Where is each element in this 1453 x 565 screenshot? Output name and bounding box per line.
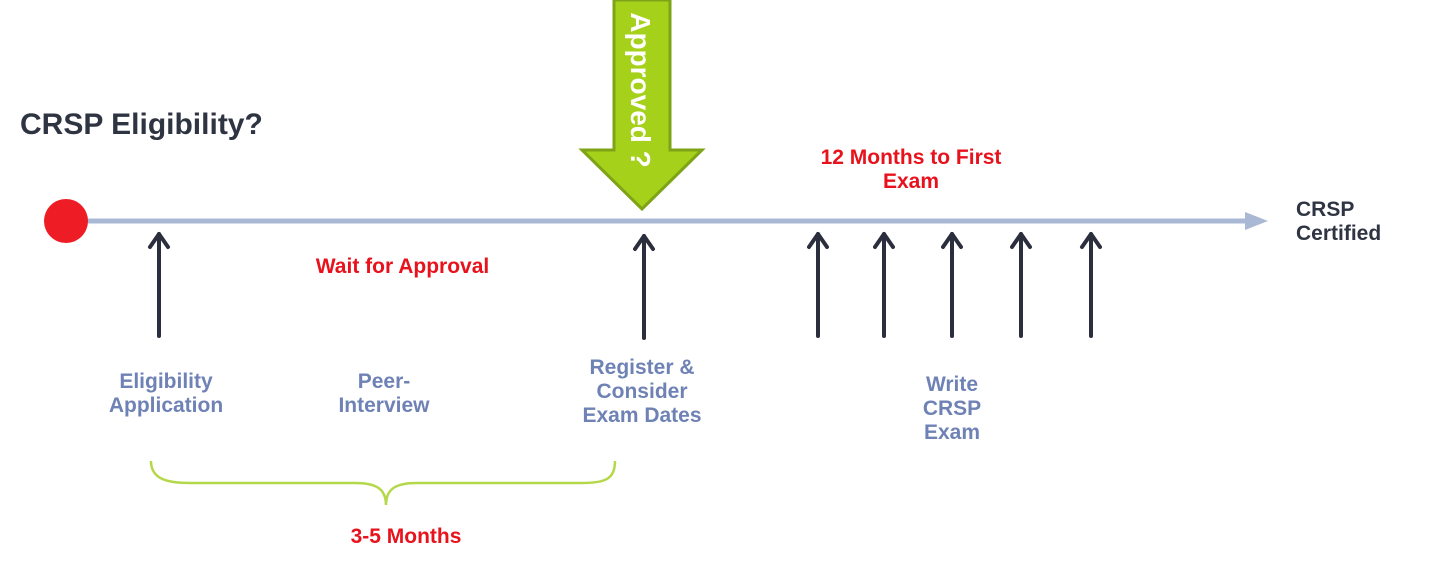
step-eligibility: Eligibility Application <box>96 370 236 418</box>
page-title: CRSP Eligibility? <box>20 108 263 141</box>
timeline-arrowhead <box>1245 212 1268 230</box>
up-arrow-exam-5 <box>1080 232 1102 338</box>
approved-label: Approved ? <box>625 12 656 168</box>
duration-brace <box>149 460 617 506</box>
endpoint-line2: Certified <box>1296 222 1382 246</box>
step-peer-interview: Peer- Interview <box>320 370 448 418</box>
top-note-line2: Exam <box>882 170 940 194</box>
duration-note: 3-5 Months <box>350 525 462 548</box>
step-write-line1: Write <box>925 373 979 396</box>
step-eligibility-line1: Eligibility <box>119 370 213 393</box>
up-arrow-eligibility <box>148 232 170 338</box>
up-arrow-exam-1 <box>807 232 829 338</box>
step-write-exam: Write CRSP Exam <box>902 373 1002 445</box>
step-peer-line1: Peer- <box>357 370 411 393</box>
start-dot <box>44 199 88 243</box>
step-eligibility-line2: Application <box>108 394 224 418</box>
step-register: Register & Consider Exam Dates <box>572 356 712 428</box>
endpoint-label: CRSP Certified <box>1296 198 1381 246</box>
endpoint-line1: CRSP <box>1296 198 1355 221</box>
step-register-line1: Register & <box>589 356 695 379</box>
approved-arrow <box>578 0 706 212</box>
step-register-line2: Consider <box>596 380 688 404</box>
step-peer-line2: Interview <box>338 394 430 418</box>
top-note: 12 Months to First Exam <box>800 146 1022 194</box>
wait-note: Wait for Approval <box>315 255 490 278</box>
up-arrow-exam-3 <box>941 232 963 338</box>
step-write-line3: Exam <box>923 421 981 445</box>
up-arrow-exam-2 <box>873 232 895 338</box>
step-write-line2: CRSP <box>922 397 982 421</box>
top-note-line1: 12 Months to First <box>820 146 1002 169</box>
up-arrow-register <box>633 234 655 340</box>
up-arrow-exam-4 <box>1010 232 1032 338</box>
step-register-line3: Exam Dates <box>582 404 702 428</box>
